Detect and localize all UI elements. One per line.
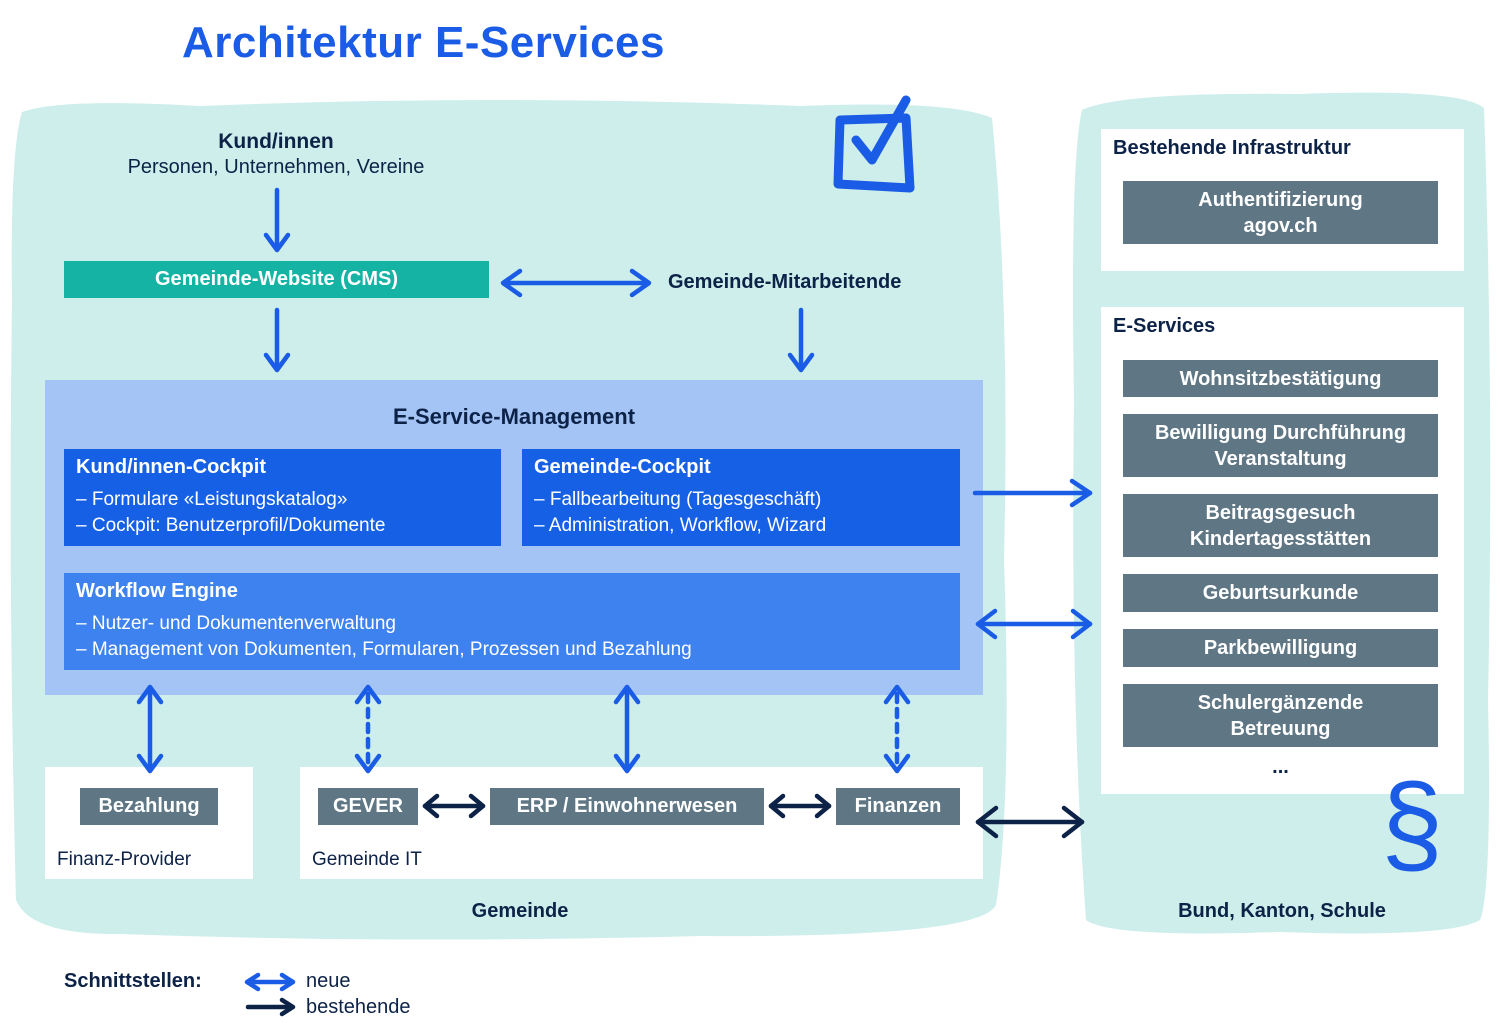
finanzen-tag: Finanzen <box>836 788 960 825</box>
eservice-line: Betreuung <box>1230 717 1331 740</box>
eservice-line: Veranstaltung <box>1214 447 1347 470</box>
eservice-item: Bewilligung Durchführung Veranstaltung <box>1123 414 1438 477</box>
gemeinde-label: Gemeinde <box>471 900 569 922</box>
e-service-management-title: E-Service-Management <box>392 404 636 429</box>
legend-title: Schnittstellen: <box>64 970 202 992</box>
eservice-item: Schulergänzende Betreuung <box>1123 684 1438 747</box>
gemeinde-cockpit-line: – Fallbearbeitung (Tagesgeschäft) <box>534 489 822 510</box>
kunden-cockpit-box: Kund/innen-Cockpit – Formulare «Leistung… <box>64 449 501 546</box>
workflow-engine-line: – Management von Dokumenten, Formularen,… <box>76 639 692 660</box>
kunden-cockpit-title: Kund/innen-Cockpit <box>76 456 266 478</box>
infrastruktur-title: Bestehende Infrastruktur <box>1113 137 1351 159</box>
page-title: Architektur E-Services <box>182 18 665 67</box>
workflow-engine-box: Workflow Engine – Nutzer- und Dokumenten… <box>64 573 960 670</box>
gemeinde-it-caption: Gemeinde IT <box>312 849 422 870</box>
eservices-more: ... <box>1272 756 1289 778</box>
workflow-engine-title: Workflow Engine <box>76 580 238 602</box>
gever-tag: GEVER <box>318 788 418 825</box>
gemeinde-cockpit-title: Gemeinde-Cockpit <box>534 456 711 478</box>
eservice-item: Geburtsurkunde <box>1123 574 1438 612</box>
authentifizierung-line: agov.ch <box>1243 214 1318 237</box>
bezahlung-tag: Bezahlung <box>80 788 218 825</box>
eservice-line: Schulergänzende <box>1197 691 1364 714</box>
kunden-subtitle: Personen, Unternehmen, Vereine <box>127 156 425 178</box>
eservice-item: Parkbewilligung <box>1123 629 1438 667</box>
kunden-title: Kund/innen <box>218 130 334 153</box>
erp-tag: ERP / Einwohnerwesen <box>490 788 764 825</box>
eservice-item: Wohnsitzbestätigung <box>1123 360 1438 397</box>
eservice-item: Beitragsgesuch Kindertagesstätten <box>1123 494 1438 557</box>
legend-existing-label: bestehende <box>306 996 411 1018</box>
eservice-line: Bewilligung Durchführung <box>1154 421 1407 444</box>
gemeinde-mitarbeitende-label: Gemeinde-Mitarbeitende <box>668 271 902 293</box>
authentifizierung-tag: Authentifizierung agov.ch <box>1123 181 1438 244</box>
authentifizierung-line: Authentifizierung <box>1198 188 1363 211</box>
kunden-cockpit-line: – Formulare «Leistungskatalog» <box>76 489 348 510</box>
eservice-line: Geburtsurkunde <box>1202 582 1359 604</box>
bund-label: Bund, Kanton, Schule <box>1178 900 1386 922</box>
gemeinde-cockpit-line: – Administration, Workflow, Wizard <box>534 515 827 536</box>
eservice-line: Kindertagesstätten <box>1189 527 1372 550</box>
gemeinde-cockpit-box: Gemeinde-Cockpit – Fallbearbeitung (Tage… <box>522 449 960 546</box>
workflow-engine-line: – Nutzer- und Dokumentenverwaltung <box>76 613 397 634</box>
gemeinde-website-box: Gemeinde-Website (CMS) <box>64 261 489 298</box>
eservice-line: Parkbewilligung <box>1203 637 1358 659</box>
eservices-title: E-Services <box>1113 315 1216 337</box>
kunden-cockpit-line: – Cockpit: Benutzerprofil/Dokumente <box>76 515 386 536</box>
eservice-line: Beitragsgesuch <box>1205 501 1356 524</box>
eservice-line: Wohnsitzbestätigung <box>1179 367 1382 390</box>
legend-new-label: neue <box>306 970 351 992</box>
finanz-provider-caption: Finanz-Provider <box>57 849 192 870</box>
